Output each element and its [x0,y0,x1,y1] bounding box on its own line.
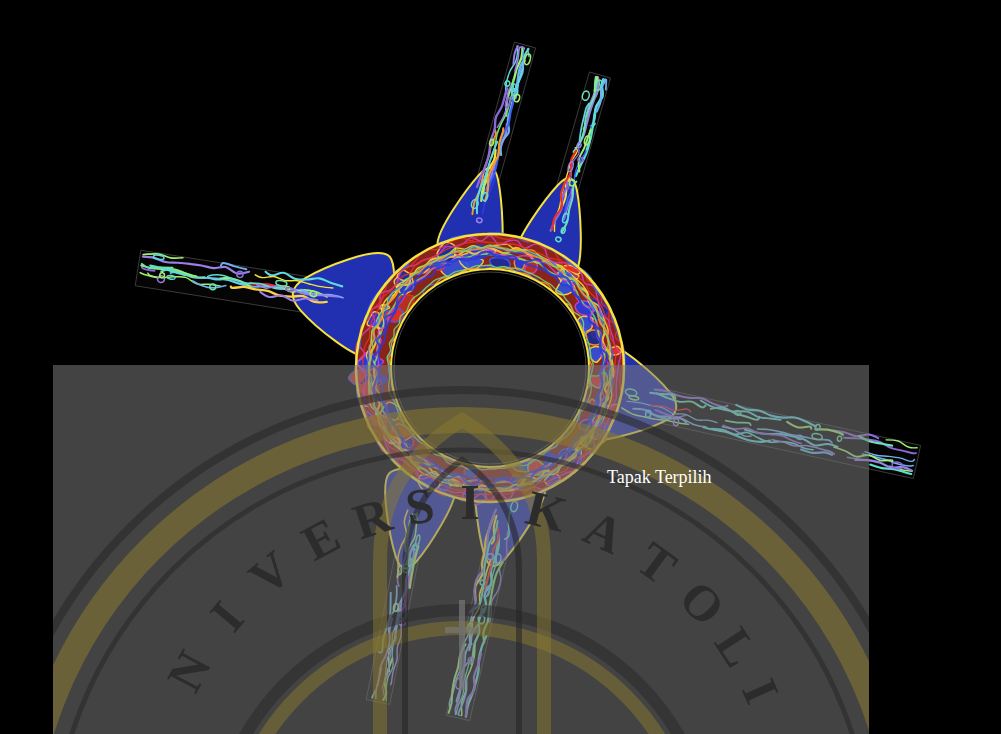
flow-trace [552,151,576,230]
flow-blob [577,157,583,162]
flow-blob [562,213,569,224]
watermark-letter: S [402,475,439,537]
flow-trace [513,46,517,64]
watermark-letter: T [626,529,687,596]
flow-trace [477,88,507,187]
flow-trace [573,77,595,152]
flow-trace [562,182,577,233]
seal-ring [53,450,869,734]
flow-blob [524,53,532,65]
site-label: Tapak Terpilih [607,467,712,488]
flow-blob [581,90,590,101]
watermark-letter: I [460,473,479,531]
seal-arch [380,420,544,734]
flow-blob [310,291,317,298]
flow-blob [153,254,164,260]
seal-cross [445,600,479,690]
watermark-letter: O [668,569,737,637]
road-arm [135,250,394,357]
flow-blob [275,280,287,287]
flow-blob [577,143,582,148]
flow-trace [565,126,592,210]
flow-blob [470,199,479,210]
flow-blob [159,272,164,278]
flow-blob [569,179,576,186]
flow-trace [255,275,333,288]
flow-blob [167,275,176,280]
watermark-letter: L [703,617,770,677]
flow-blob [561,227,566,234]
watermark-letter: E [292,506,349,573]
flow-trace [209,277,251,283]
flow-blob [285,287,293,292]
flow-blob [567,161,574,172]
flow-blob [209,284,216,291]
flow-blob [513,94,520,103]
flow-blob [891,461,903,470]
flow-trace [140,273,158,278]
flow-trace [485,128,503,201]
flow-trace [576,80,605,176]
watermark-panel [53,365,869,734]
flow-blob [595,80,603,91]
watermark-letter: I [198,589,255,641]
flow-blob [555,236,561,242]
flow-blob [476,217,482,223]
seal-ring [53,390,869,734]
flow-trace [870,465,911,474]
flow-blob [489,139,494,146]
flow-trace [266,272,343,287]
watermark-letter: R [346,484,398,550]
flow-blob [236,271,243,278]
flow-blob [583,135,590,145]
watermark-letter: K [521,479,573,545]
watermark-letter: N [155,641,223,700]
flow-trace [257,285,338,297]
flow-trace [579,130,591,172]
watermark-letter: A [576,498,633,566]
watermark [53,365,869,734]
flow-blob [504,80,510,86]
flow-trace [886,440,917,448]
watermark-letter: I [730,670,791,711]
flow-blob [482,192,489,201]
flow-trace [150,266,185,276]
watermark-letter: V [238,539,303,607]
seal-arch [405,460,519,734]
flow-blob [505,97,512,108]
seal-ring [53,420,869,734]
flow-trace [260,292,317,301]
